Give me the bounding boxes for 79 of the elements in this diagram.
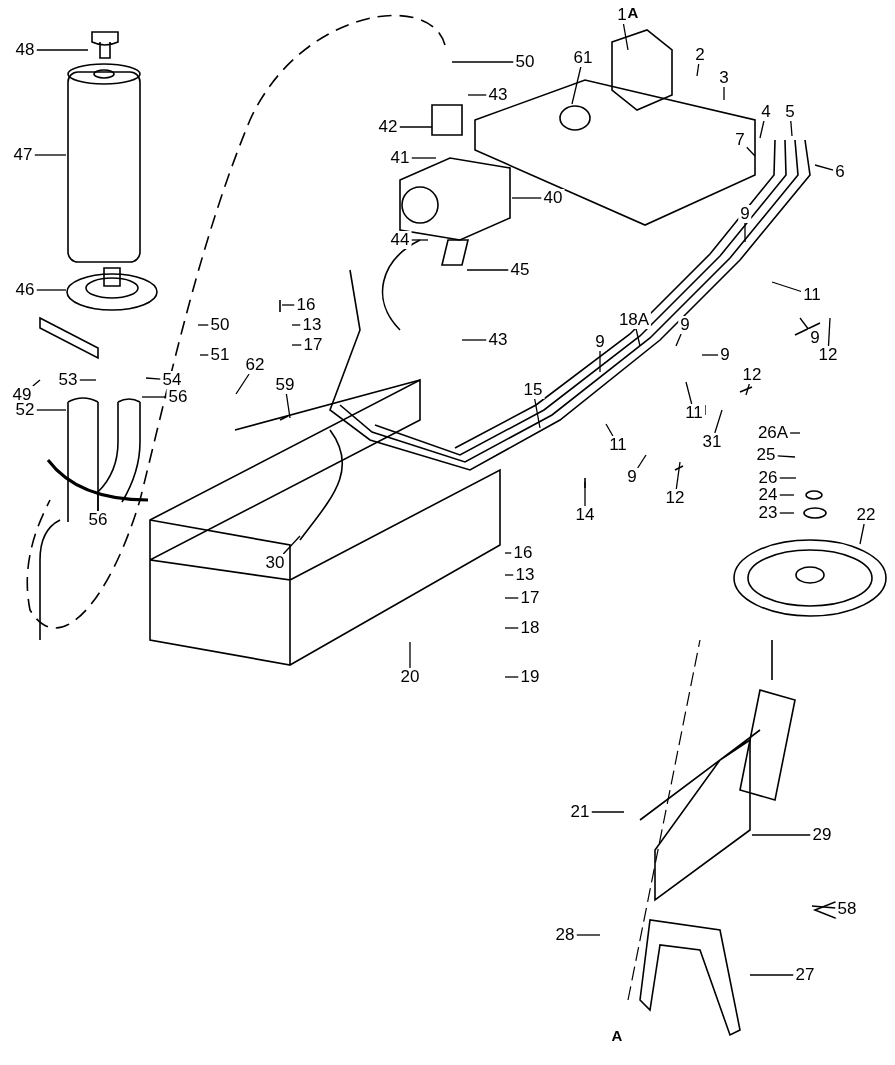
leader-line [504,574,515,576]
callout-number: 22 [854,506,878,524]
leader-line [199,354,210,356]
leader-line [799,317,809,330]
leader-line [723,86,725,101]
leader-line [291,324,302,326]
leader-line [35,49,89,51]
leader-line [281,304,296,306]
callout-number: 9 [593,333,607,351]
leader-line [827,317,831,347]
leader-line [751,834,812,836]
leader-line [504,552,513,554]
leader-line [504,627,520,629]
leader-line [811,905,837,909]
leader-line [534,398,541,429]
leader-line [790,120,793,137]
callout-number: 61 [571,49,595,67]
leader-line [599,350,601,373]
callout-number: 15 [521,381,545,399]
callout-number: 4 [759,103,773,121]
callout-number: 9 [678,316,692,334]
leader-line [451,61,515,63]
leader-line [701,354,719,356]
leader-line [410,239,429,241]
leader-line [859,523,865,545]
leader-line [584,481,586,507]
leader-line [675,461,681,490]
callout-number: 9 [738,205,752,223]
leader-line [97,491,99,512]
leader-line [745,383,750,396]
leader-line [675,333,682,347]
leader-line [778,477,797,479]
leader-line [504,597,520,599]
leader-line [466,269,510,271]
callout-number: 12 [740,366,764,384]
leader-line [409,641,411,669]
leader-line [141,396,168,398]
leader-line [235,373,250,395]
leader-line [605,423,614,437]
leader-line [197,324,210,326]
callout-number: 44 [388,231,412,249]
leader-line [714,409,723,434]
leader-line [282,535,301,555]
leader-line [575,934,601,936]
leader-line [410,157,437,159]
callout-number: 58 [835,900,859,918]
leader-line [571,66,582,105]
leader-line [461,339,488,341]
leader-line [32,379,41,387]
leader-line [511,197,543,199]
leader-line [635,328,641,347]
leader-line [789,432,801,434]
leader-line [685,381,693,405]
leader-line [622,23,629,51]
leader-line [744,222,746,243]
leader-line [145,377,162,380]
leader-line [78,379,97,381]
leader-line [590,811,625,813]
leader-line [35,289,67,291]
leader-line [33,154,67,156]
leader-line [35,409,67,411]
leader-line [771,281,802,293]
leader-line [291,344,303,346]
leader-line [637,454,647,469]
leader-line [776,455,796,458]
callout-number: 54 [160,371,184,389]
leader-line [814,164,834,171]
leader-line [398,126,433,128]
leader-line [467,94,488,96]
leader-line [759,120,765,139]
leader-line [504,676,520,678]
callout-number: 62 [243,356,267,374]
leader-line [749,974,795,976]
leader-line [778,494,795,496]
leader-line [696,63,700,77]
leader-line [778,512,795,514]
callout-number: 7 [733,131,747,149]
leader-line [746,146,756,157]
leader-line [285,393,291,419]
